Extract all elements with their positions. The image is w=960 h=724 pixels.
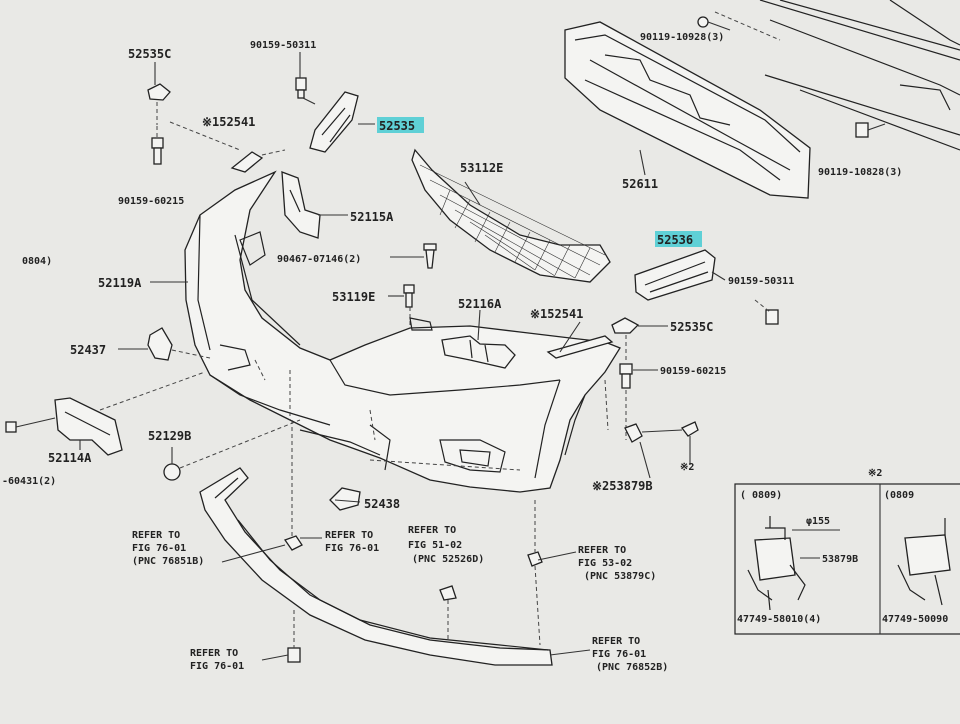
bumper-absorber-52611: [564, 21, 811, 199]
label-90159-50311-right: 90159-50311: [728, 276, 794, 287]
ref-76-01-left-a: REFER TO: [132, 530, 180, 541]
label-90159-50311-top: 90159-50311: [250, 40, 316, 51]
bolt-90159-60215-right: [619, 363, 633, 440]
ref-51-02-a: REFER TO: [408, 525, 456, 536]
label-inset-mark: ※2: [868, 468, 882, 479]
bolt-90159-60215-left: [151, 126, 164, 165]
label-52535: 52535: [379, 119, 415, 133]
ref-76-01-mid-a: REFER TO: [325, 530, 373, 541]
label-152541-top: ※152541: [202, 115, 255, 129]
cover-52438: [329, 487, 361, 511]
hidden-lines: [254, 359, 609, 471]
ref-53-02-c: (PNC 53879C): [584, 571, 656, 582]
ref-76-01-mid-b: FIG 76-01: [325, 543, 379, 554]
lower-spoiler: [199, 467, 553, 666]
bracket-52535: [309, 91, 359, 153]
label-90159-60215-right: 90159-60215: [660, 366, 726, 377]
grille-53112e: [411, 148, 611, 283]
ref-76-01-br-b: FIG 76-01: [592, 649, 646, 660]
cover-52437: [147, 327, 211, 361]
inset-left-head: ( 0809): [740, 490, 782, 501]
bumper-cover-52119a: [184, 170, 621, 493]
label-90159-60215-left: 90159-60215: [118, 196, 184, 207]
label-52114a: 52114A: [48, 451, 92, 465]
label-52611: 52611: [622, 177, 658, 191]
label-52438: 52438: [364, 497, 400, 511]
inset-53879b: 53879B: [822, 554, 858, 565]
ref-51-02-b: FIG 51-02: [408, 540, 462, 551]
ref-76-01-left-c: (PNC 76851B): [132, 556, 204, 567]
label-60431: -60431(2): [2, 476, 56, 487]
bolt-90119-right: [855, 122, 886, 138]
label-52119a: 52119A: [98, 276, 142, 290]
label-53112e: 53112E: [460, 161, 503, 175]
screw-90467: [423, 243, 437, 269]
screw-53119e: [403, 284, 415, 325]
retainer-52536: [634, 249, 716, 301]
clip-53879b: [624, 421, 699, 443]
label-52116a: 52116A: [458, 297, 502, 311]
fasteners-bottom: [283, 420, 543, 663]
label-mark-2: ※2: [680, 462, 694, 473]
label-90119-10828: 90119-10828(3): [818, 167, 902, 178]
label-52536: 52536: [657, 233, 693, 247]
ref-76-01-bl-a: REFER TO: [190, 648, 238, 659]
bracket-52114a: [54, 371, 206, 456]
clip-60431: [5, 417, 56, 433]
ref-53-02-b: FIG 53-02: [578, 558, 632, 569]
label-90119-10928: 90119-10928(3): [640, 32, 724, 43]
ref-76-01-bl-b: FIG 76-01: [190, 661, 244, 672]
label-52535c-mid: 52535C: [670, 320, 713, 334]
label-52115a: 52115A: [350, 210, 394, 224]
ref-76-01-left-b: FIG 76-01: [132, 543, 186, 554]
label-52437: 52437: [70, 343, 106, 357]
inset-47749-58010: 47749-58010(4): [737, 614, 821, 625]
label-0804: 0804): [22, 256, 52, 267]
label-152541-mid: ※152541: [530, 307, 583, 321]
bolt-90159-50311-right: [754, 299, 779, 325]
bracket-52116a: [441, 335, 516, 369]
bolt-90159-50311-top: [295, 77, 316, 105]
label-52129b: 52129B: [148, 429, 191, 443]
highlight-52536: [655, 231, 702, 247]
ref-76-01-br-c: (PNC 76852B): [596, 662, 668, 673]
inset-right-head: (0809: [884, 490, 914, 501]
ref-53-02-a: REFER TO: [578, 545, 626, 556]
label-53119e: 53119E: [332, 290, 375, 304]
retainer-52115a: [281, 171, 321, 239]
inset-box: [734, 483, 960, 635]
clip-152541-top: [169, 121, 286, 173]
leader-lines: [79, 52, 726, 661]
bumper-reinforcement: [714, 0, 960, 151]
label-52535c-top: 52535C: [128, 47, 171, 61]
label-253879b: ※253879B: [592, 479, 653, 493]
clip-52535c-mid: [611, 317, 640, 362]
label-90467-07146: 90467-07146(2): [277, 254, 361, 265]
bolt-90119-top: [697, 16, 731, 31]
inset-47749-50090: 47749-50090: [882, 614, 948, 625]
clip-52535c-top: [147, 83, 171, 125]
ref-76-01-br-a: REFER TO: [592, 636, 640, 647]
ref-51-02-c: (PNC 52526D): [412, 554, 484, 565]
highlight-52535: [377, 117, 424, 133]
inset-dim: φ155: [806, 516, 830, 527]
clip-152541-mid: [546, 335, 614, 359]
